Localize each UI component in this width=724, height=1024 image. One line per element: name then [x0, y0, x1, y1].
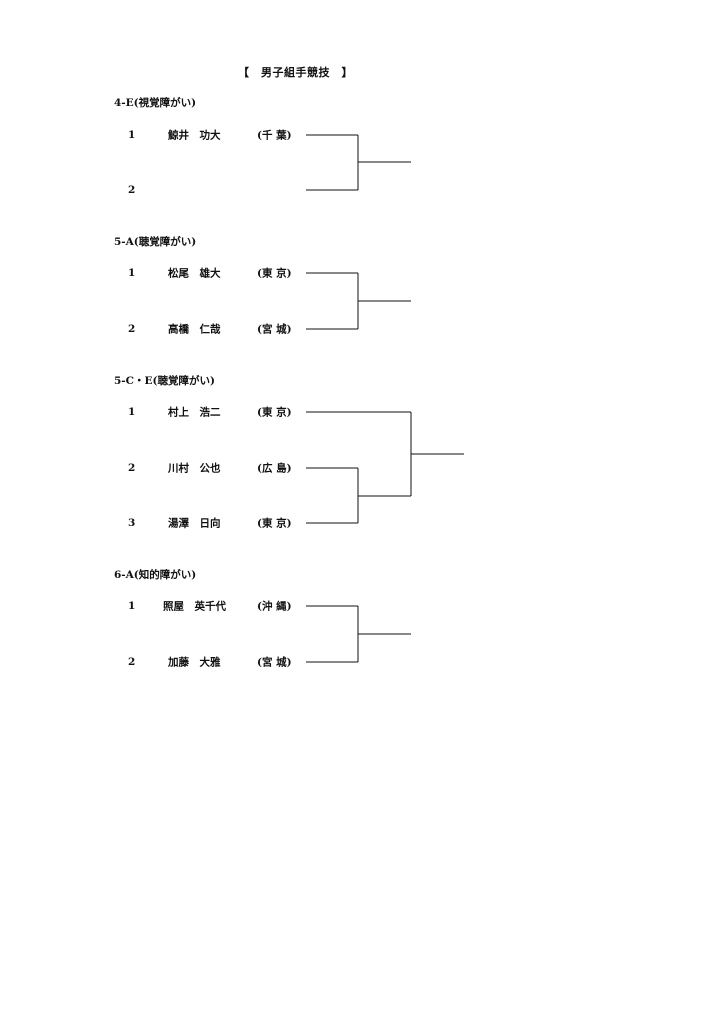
competitor-name: 照屋 英千代	[163, 600, 226, 613]
category-heading: 5-A(聴覚障がい)	[114, 236, 197, 248]
competitor-name: 加藤 大雅	[168, 656, 221, 669]
bracket-5ce	[306, 411, 464, 524]
prefecture: (東 京)	[257, 517, 292, 530]
prefecture: (広 島)	[257, 462, 292, 475]
competitor-name: 松尾 雄大	[168, 267, 221, 280]
entry-number: 1	[128, 406, 136, 418]
prefecture: (宮 城)	[257, 323, 292, 336]
entry-number: 1	[128, 267, 136, 279]
page-title: 【 男子組手競技 】	[238, 66, 353, 79]
competitor-name: 高橋 仁哉	[168, 323, 221, 336]
competitor-name: 湯澤 日向	[168, 517, 221, 530]
prefecture: (千 葉)	[257, 129, 292, 142]
entry-number: 1	[128, 129, 136, 141]
prefecture: (沖 縄)	[257, 600, 292, 613]
entry-number: 2	[128, 656, 136, 668]
prefecture: (宮 城)	[257, 656, 292, 669]
category-heading: 5-C・E(聴覚障がい)	[114, 375, 215, 387]
competitor-name: 川村 公也	[168, 462, 221, 475]
bracket-5a	[306, 272, 411, 330]
category-heading: 4-E(視覚障がい)	[114, 97, 197, 109]
entry-number: 2	[128, 462, 136, 474]
prefecture: (東 京)	[257, 406, 292, 419]
competitor-name: 鯨井 功大	[168, 129, 221, 142]
entry-number: 2	[128, 184, 136, 196]
entry-number: 1	[128, 600, 136, 612]
prefecture: (東 京)	[257, 267, 292, 280]
entry-number: 3	[128, 517, 136, 529]
competitor-name: 村上 浩二	[168, 406, 221, 419]
bracket-6a	[306, 605, 411, 663]
entry-number: 2	[128, 323, 136, 335]
category-heading: 6-A(知的障がい)	[114, 569, 197, 581]
bracket-4e	[306, 134, 411, 191]
